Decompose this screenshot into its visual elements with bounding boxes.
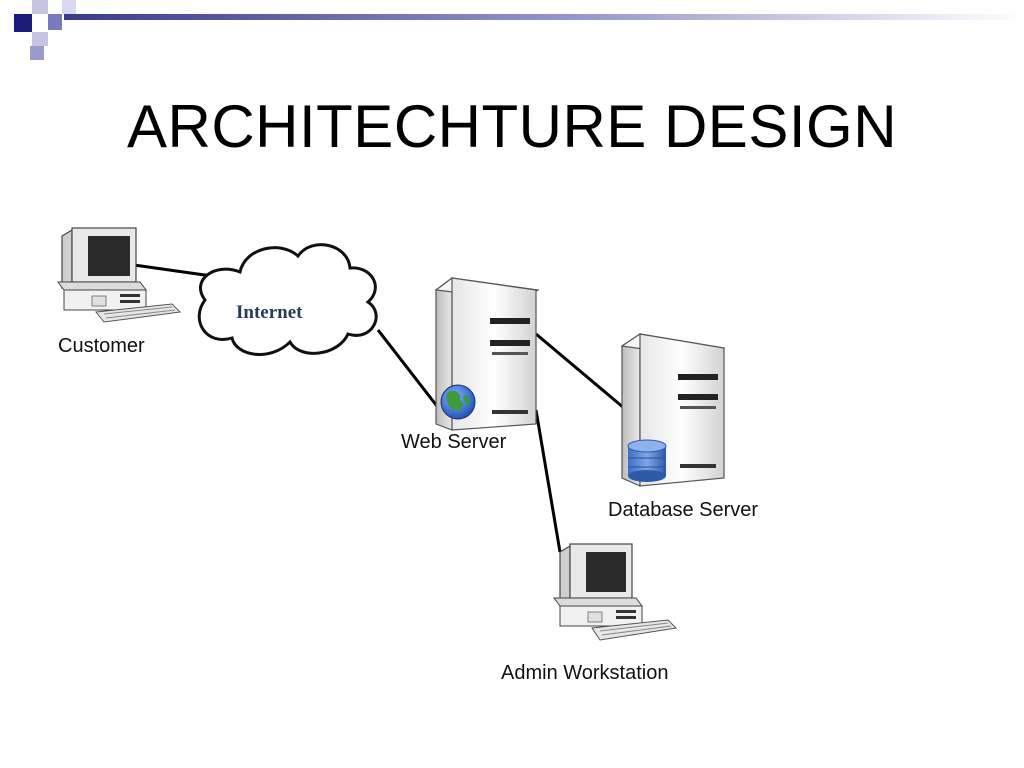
header-gradient-line: [64, 14, 1024, 20]
decorative-header-bar: [14, 0, 1024, 60]
web-server-label: Web Server: [401, 431, 507, 453]
customer-computer-icon: [57, 227, 182, 323]
mid-square-decoration: [30, 46, 44, 60]
database-server-label: Database Server: [608, 499, 758, 521]
connection-lines: [133, 263, 625, 553]
admin-workstation-computer-icon: [553, 543, 678, 641]
slide-title: ARCHITECHTURE DESIGN: [126, 93, 898, 160]
admin-workstation-label: Admin Workstation: [501, 662, 668, 684]
light-square-decoration: [32, 0, 48, 14]
internet-label: Internet: [236, 302, 303, 323]
light-square-decoration: [32, 32, 48, 46]
connection-webserver-dbserver: [535, 332, 625, 410]
internet-cloud-icon: [197, 243, 378, 356]
globe-icon: [440, 384, 476, 420]
dark-square-decoration: [14, 14, 32, 32]
light-square-decoration: [62, 0, 76, 14]
customer-label: Customer: [58, 335, 145, 357]
mid-square-decoration: [48, 14, 62, 30]
connection-internet-webserver: [376, 329, 442, 411]
database-cylinder-icon: [627, 439, 667, 482]
connection-webserver-admin: [534, 409, 562, 553]
